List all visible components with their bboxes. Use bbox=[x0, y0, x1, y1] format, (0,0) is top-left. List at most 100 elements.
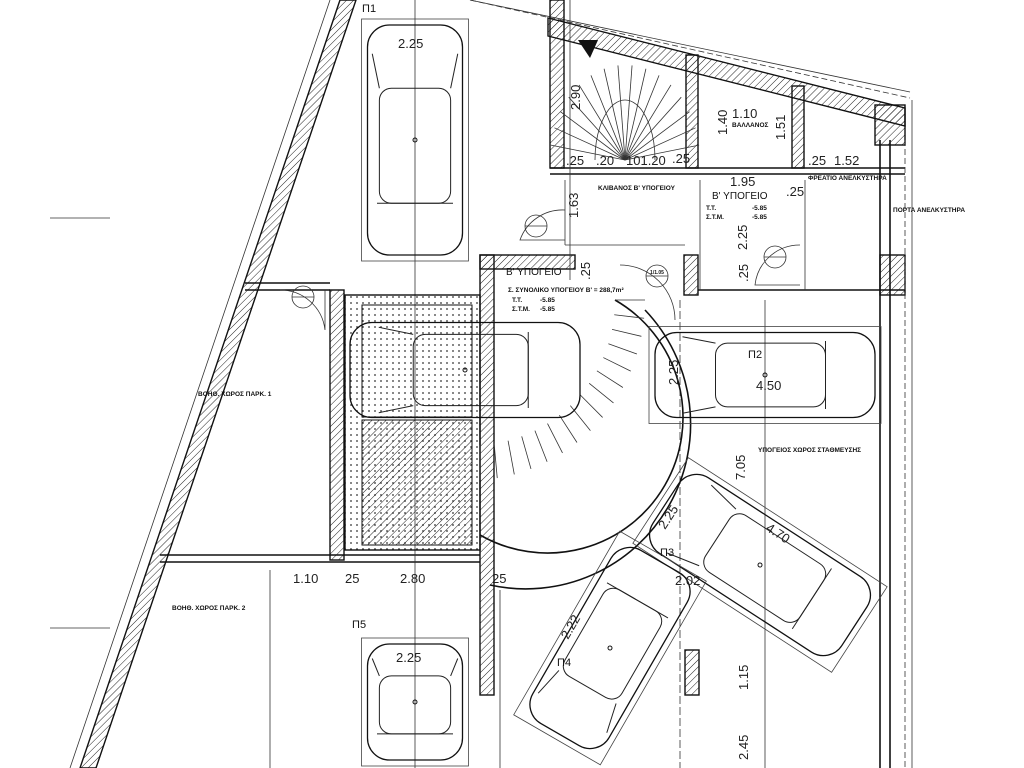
car-p5 bbox=[361, 637, 469, 767]
svg-text:2.25: 2.25 bbox=[398, 36, 423, 51]
ramp-inner-edge bbox=[479, 299, 684, 554]
svg-text:2.25: 2.25 bbox=[655, 502, 681, 531]
stair-step bbox=[624, 144, 700, 161]
basement-area-label: Σ. ΣΥΝΟΛΙΚΟ ΥΠΟΓΕΙΟΥ Β' = 288,7m² bbox=[508, 287, 624, 294]
parking-space bbox=[513, 530, 707, 766]
ramp-step bbox=[588, 383, 614, 404]
parking-label-p5: Π5 bbox=[352, 619, 366, 631]
stair-arrow-icon bbox=[578, 40, 598, 58]
stair-step bbox=[568, 96, 626, 161]
stair-step bbox=[624, 111, 690, 161]
svg-text:-5.85: -5.85 bbox=[540, 297, 555, 304]
svg-text:25: 25 bbox=[492, 571, 506, 586]
svg-text:1.95: 1.95 bbox=[730, 174, 755, 189]
room-label-parking-area: ΥΠΟΓΕΙΟΣ ΧΩΡΟΣ ΣΤΑΘΜΕΥΣΗΣ bbox=[758, 447, 861, 454]
svg-text:1.15: 1.15 bbox=[736, 665, 751, 690]
stair-step bbox=[617, 65, 626, 161]
ramp-step bbox=[603, 357, 631, 372]
room-label-elevator: ΦΡΕΑΤΙΟ ΑΝΕΛΚΥΣΤΗΡΑ bbox=[808, 175, 887, 182]
stair-step bbox=[550, 144, 626, 161]
svg-text:2.25: 2.25 bbox=[396, 650, 421, 665]
cars bbox=[349, 18, 888, 767]
ramp-step bbox=[521, 436, 532, 470]
svg-text:4.50: 4.50 bbox=[756, 378, 781, 393]
ramp-step bbox=[559, 415, 578, 443]
car-p1 bbox=[361, 18, 469, 262]
svg-text:1.51: 1.51 bbox=[773, 115, 788, 140]
door-tag: 1/1.05 bbox=[650, 270, 664, 276]
svg-text:2.25: 2.25 bbox=[666, 360, 681, 385]
svg-text:2.25: 2.25 bbox=[735, 225, 750, 250]
svg-text:7.05: 7.05 bbox=[733, 455, 748, 480]
car-body bbox=[648, 473, 872, 657]
left-sloped-wall bbox=[69, 0, 357, 768]
svg-text:2.90: 2.90 bbox=[568, 85, 583, 110]
room-label-stair-box: ΚΛΙΒΑΝΟΣ Β' ΥΠΟΓΕΙΟΥ bbox=[598, 185, 676, 192]
stair-step bbox=[624, 96, 682, 161]
svg-text:.25: .25 bbox=[672, 151, 690, 166]
parking-space bbox=[361, 18, 469, 262]
ramp-step bbox=[570, 405, 591, 431]
svg-text:2.45: 2.45 bbox=[736, 735, 751, 760]
parking-label-p2: Π2 bbox=[748, 349, 762, 361]
room-label-aux1: ΒΟΗΘ. ΧΩΡΟΣ ΠΑΡΚ. 1 bbox=[198, 391, 272, 398]
top-sloped-wall bbox=[469, 0, 911, 127]
svg-text:.20: .20 bbox=[596, 153, 614, 168]
car-cabin bbox=[715, 342, 826, 408]
svg-text:2.22: 2.22 bbox=[558, 612, 584, 641]
car-body bbox=[654, 331, 876, 419]
spiral-ramp bbox=[479, 299, 692, 590]
car-p2 bbox=[648, 326, 882, 424]
ramp-step bbox=[547, 423, 563, 454]
svg-text:.25: .25 bbox=[566, 153, 584, 168]
svg-text:101.20: 101.20 bbox=[626, 153, 666, 168]
svg-text:Τ.Τ.: Τ.Τ. bbox=[512, 297, 522, 304]
ramp-step bbox=[596, 370, 624, 388]
car-body bbox=[349, 321, 581, 419]
ramp-step bbox=[614, 314, 645, 319]
ramp-step bbox=[534, 430, 548, 462]
ramp-step bbox=[611, 329, 642, 337]
ramp-step bbox=[608, 343, 638, 355]
stair-step bbox=[554, 127, 626, 161]
car-lift-platform bbox=[344, 294, 481, 551]
svg-text:.25: .25 bbox=[578, 262, 593, 280]
parking-label-p4: Π4 bbox=[557, 657, 571, 669]
car-body bbox=[366, 643, 464, 761]
parking-space bbox=[632, 457, 888, 673]
stair-step bbox=[624, 84, 672, 161]
car-lift bbox=[349, 321, 581, 419]
stair-step bbox=[624, 75, 660, 161]
stair-handrail bbox=[594, 99, 656, 161]
svg-text:-5.85: -5.85 bbox=[540, 306, 555, 313]
parking-label-p3: Π3 bbox=[660, 547, 674, 559]
svg-text:25: 25 bbox=[345, 571, 359, 586]
room-label-basement-2: Β' ΥΠΟΓΕΙΟ bbox=[712, 191, 768, 202]
car-cabin bbox=[562, 587, 663, 700]
stair-step bbox=[578, 84, 626, 161]
parking-space bbox=[361, 637, 469, 767]
svg-text:2.80: 2.80 bbox=[400, 571, 425, 586]
ramp-step bbox=[507, 440, 515, 475]
stair-step bbox=[590, 75, 626, 161]
svg-text:1.40: 1.40 bbox=[715, 110, 730, 135]
label-elevator-door: ΠΟΡΤΑ ΑΝΕΛΚΥΣΤΗΡΑ bbox=[893, 207, 965, 214]
svg-text:1.10: 1.10 bbox=[732, 106, 757, 121]
staircase bbox=[550, 40, 700, 161]
svg-text:1.63: 1.63 bbox=[566, 193, 581, 218]
ramp-step bbox=[493, 443, 498, 479]
stair-step bbox=[624, 65, 633, 161]
svg-text:.25: .25 bbox=[736, 264, 751, 282]
car-body bbox=[366, 24, 464, 256]
stair-step bbox=[560, 111, 626, 161]
car-body bbox=[529, 546, 691, 750]
room-label-basement: Β' ΥΠΟΓΕΙΟ bbox=[506, 267, 562, 278]
svg-text:.25: .25 bbox=[786, 184, 804, 199]
svg-text:.25: .25 bbox=[808, 153, 826, 168]
svg-text:Σ.Τ.Μ.: Σ.Τ.Μ. bbox=[706, 214, 724, 221]
parking-label-p1: Π1 bbox=[362, 3, 376, 15]
stair-step bbox=[624, 127, 696, 161]
room-label-storage: ΒΑΛΛΑΝΟΣ bbox=[732, 122, 769, 129]
svg-text:4.70: 4.70 bbox=[763, 520, 792, 546]
